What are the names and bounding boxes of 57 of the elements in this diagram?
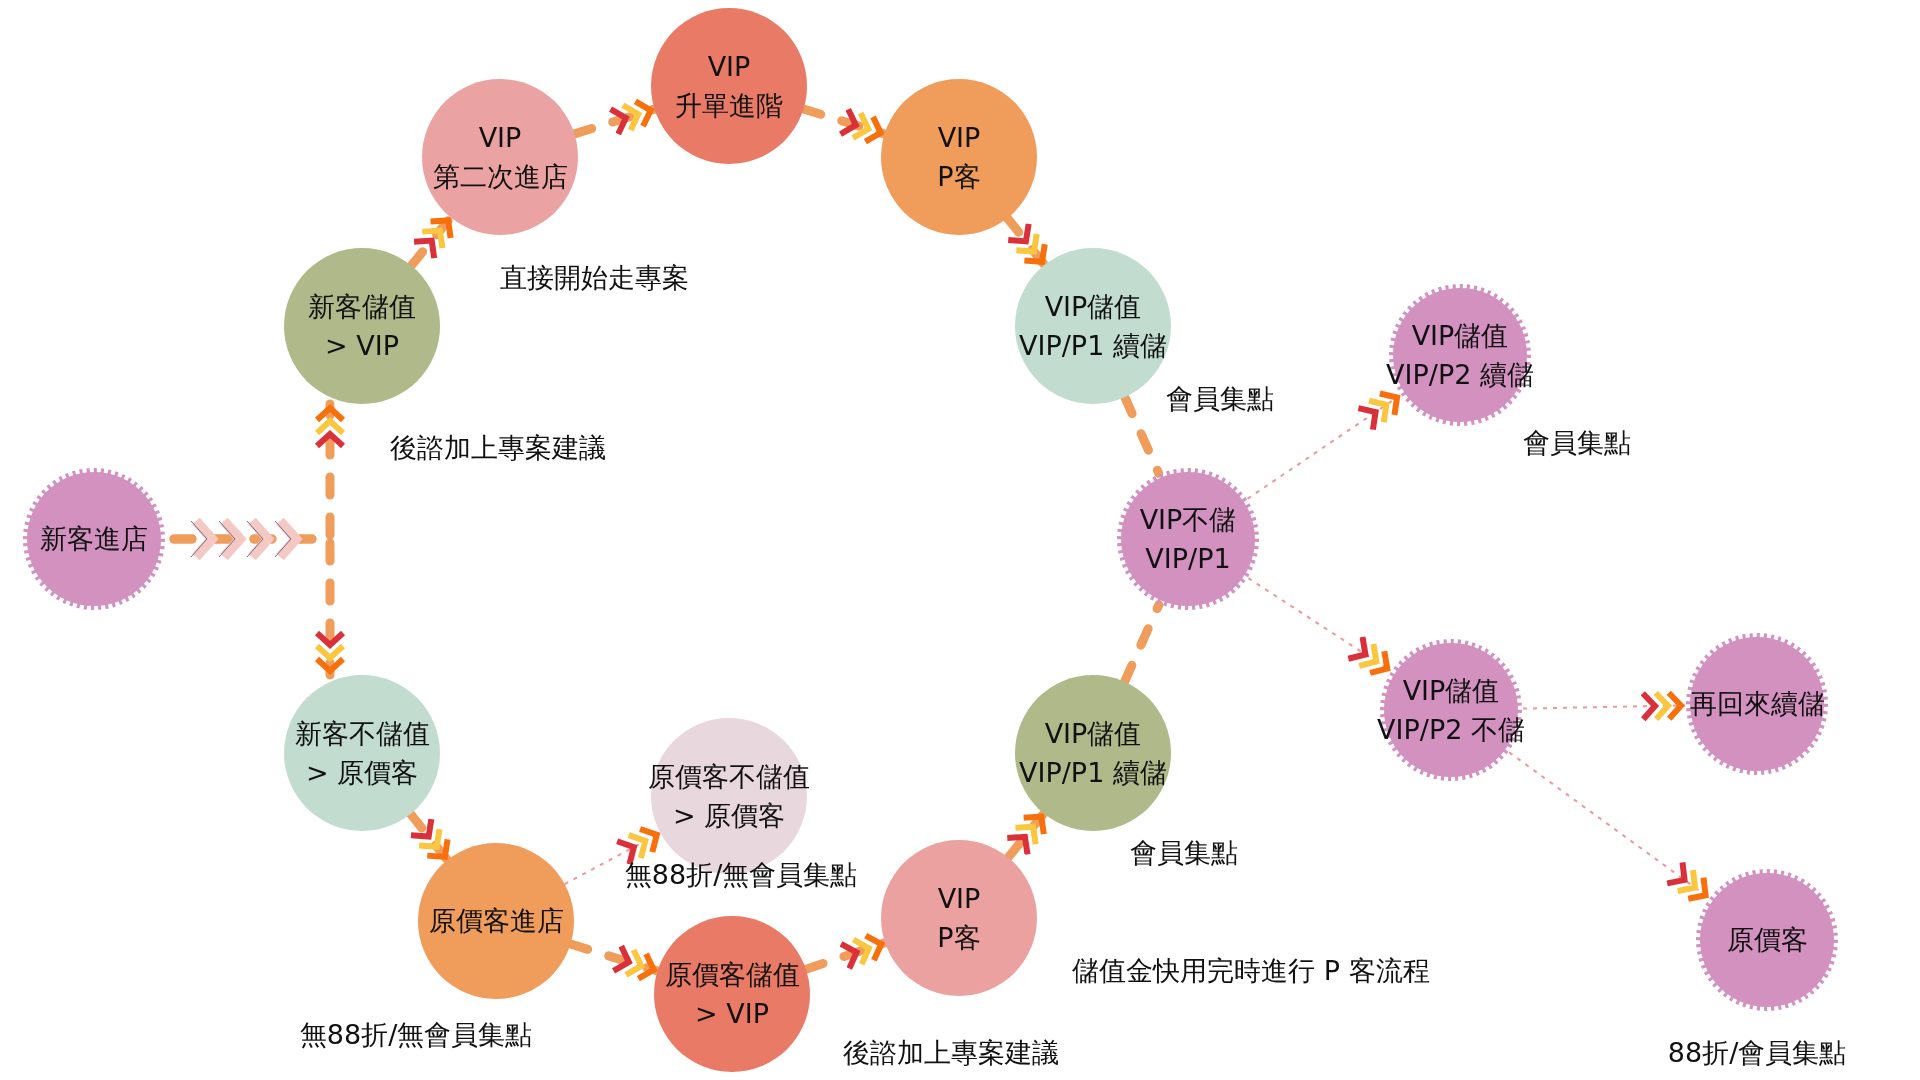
node-label: VIP/P1 — [1145, 542, 1231, 576]
node-label: VIP儲值 — [1402, 673, 1500, 708]
node-label: 原價客儲值 — [664, 957, 800, 992]
note-text: 儲值金快用完時進行 P 客流程 — [1072, 954, 1430, 988]
node-label: > 原價客 — [305, 756, 419, 790]
node-label: VIP/P1 續儲 — [1019, 756, 1167, 790]
stage-circle — [284, 248, 440, 404]
note-text: 後諮加上專案建議 — [843, 1036, 1059, 1070]
node-label: 原價客進店 — [428, 904, 564, 939]
node-label: P客 — [937, 921, 981, 955]
stage-circle — [881, 79, 1037, 235]
node-label: VIP儲值 — [1044, 289, 1142, 324]
dashed-arrow — [1003, 213, 1049, 270]
note-text: 會員集點 — [1166, 382, 1274, 416]
chevron-arrow — [1508, 751, 1710, 902]
node-label: 第二次進店 — [432, 160, 568, 194]
node-label: P客 — [937, 160, 981, 194]
node-label: VIP — [707, 49, 751, 84]
stage-circle — [418, 843, 574, 999]
stage-circle — [1015, 675, 1171, 831]
dashed-arrow — [1003, 809, 1049, 862]
stage-circle — [284, 675, 440, 831]
stage-circle — [422, 79, 578, 235]
chevron-arrow — [1522, 689, 1686, 723]
note-text: 無88折/無會員集點 — [299, 1018, 533, 1052]
stage-circle — [651, 8, 807, 164]
node-label: VIP儲值 — [1044, 716, 1142, 751]
scribble-circle — [1685, 632, 1829, 776]
scribble-circle — [22, 467, 166, 611]
dashed-arrow — [406, 809, 452, 865]
node-label: 再回來續儲 — [1689, 687, 1825, 722]
node-label: 原價客 — [1726, 923, 1808, 958]
node-label: > VIP — [325, 329, 399, 363]
note-text: 直接開始走專案 — [499, 261, 689, 295]
node-label: 新客進店 — [40, 522, 148, 557]
dashed-arrow — [169, 534, 346, 680]
note-text: 後諮加上專案建議 — [390, 431, 606, 465]
scribble-circle — [1695, 868, 1839, 1012]
node-label: 新客儲值 — [308, 289, 416, 324]
node-label: > VIP — [695, 997, 769, 1031]
node-label: VIP/P1 續儲 — [1019, 329, 1167, 363]
node-label: VIP — [478, 120, 522, 155]
note-text: 無88折/無會員集點 — [624, 858, 858, 892]
stage-circle — [881, 840, 1037, 996]
node-label: VIP不儲 — [1139, 502, 1237, 537]
node-label: 升單進階 — [675, 89, 783, 123]
scribble-circle — [1116, 467, 1260, 611]
node-label: 新客不儲值 — [294, 716, 430, 751]
node-label: VIP — [937, 881, 981, 916]
note-text: 會員集點 — [1130, 836, 1238, 870]
note-text: 88折/會員集點 — [1667, 1036, 1847, 1070]
node-label: VIP — [937, 120, 981, 155]
node-label: VIP儲值 — [1411, 318, 1509, 353]
note-text: 會員集點 — [1523, 426, 1631, 460]
node-label: 原價客不儲值 — [648, 759, 810, 794]
stage-circle — [654, 916, 810, 1072]
node-label: > 原價客 — [672, 799, 786, 833]
